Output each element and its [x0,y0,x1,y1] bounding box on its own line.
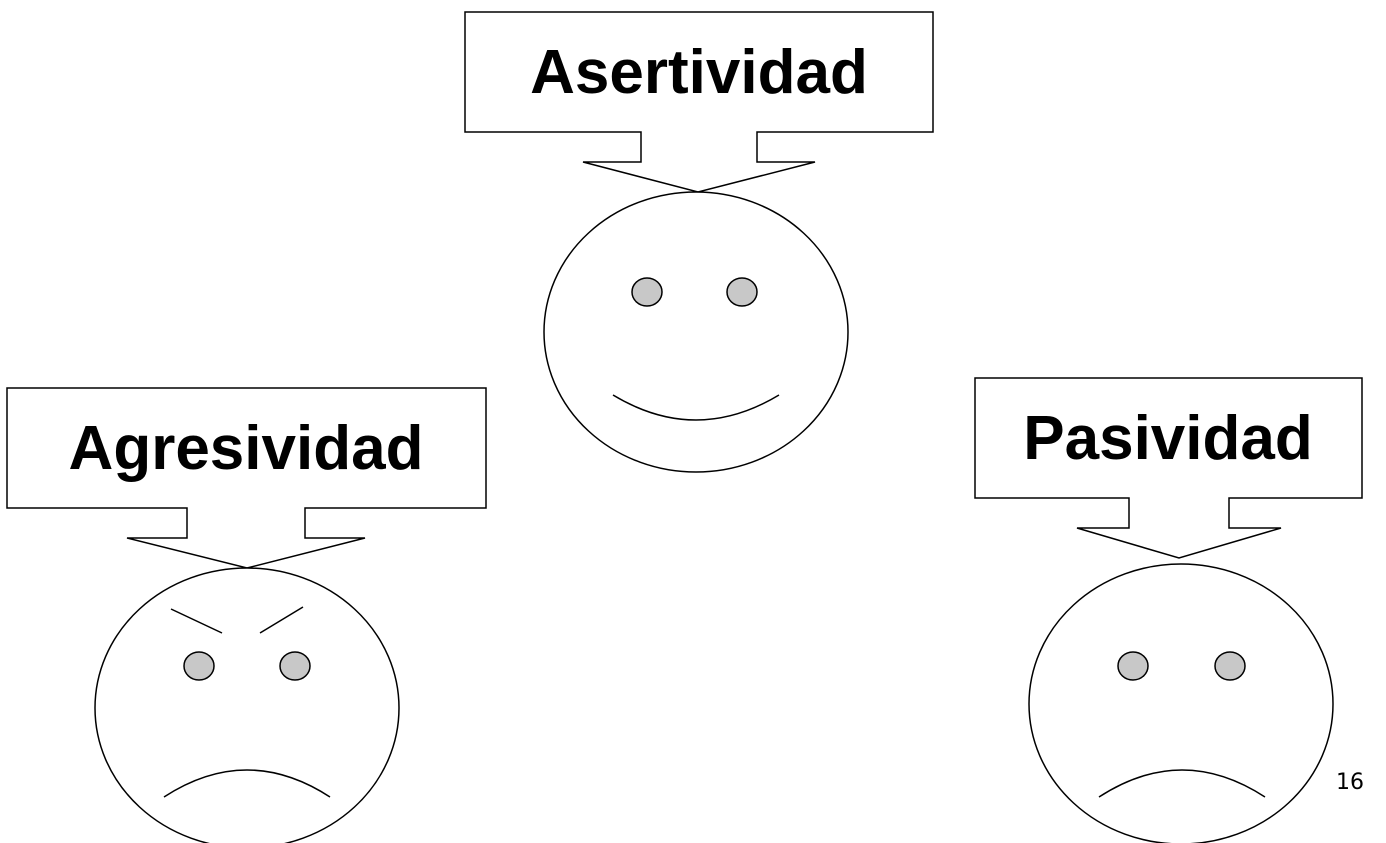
passive-speech-bubble [974,377,1363,559]
aggressive-left-eyebrow [170,608,223,634]
assertive-face [543,191,849,473]
assertive-smile [612,394,780,421]
passive-head [1028,563,1334,843]
aggressive-speech-bubble [6,387,487,569]
passive-face [1028,563,1334,843]
passive-frown [1098,769,1266,798]
aggressive-head [94,567,400,843]
passive-group: Pasividad [974,377,1363,843]
assertive-right-eye [726,277,758,307]
assertive-head [543,191,849,473]
passive-right-eye [1214,651,1246,681]
passive-left-eye [1117,651,1149,681]
assertive-left-eye [631,277,663,307]
assertive-group: Asertividad [464,11,934,473]
assertive-label: Asertividad [530,38,868,107]
aggressive-right-eyebrow [259,606,304,634]
aggressive-right-eye [279,651,311,681]
aggressive-left-eye [183,651,215,681]
page-number: 16 [1336,770,1364,795]
aggressive-label: Agresividad [69,414,424,483]
assertive-speech-bubble [464,11,934,193]
aggressive-face [94,567,400,843]
aggressive-group: Agresividad [6,387,487,843]
passive-label: Pasividad [1023,404,1312,473]
aggressive-frown [163,769,331,798]
